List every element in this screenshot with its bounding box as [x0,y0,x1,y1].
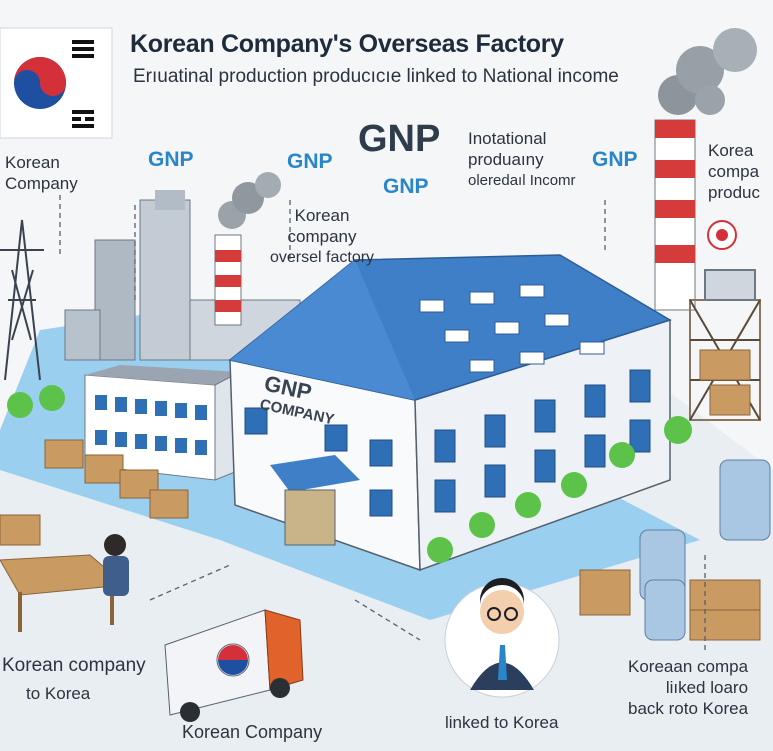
gnp-label-2: GNP [287,150,333,173]
korean-flag-icon [0,27,113,139]
smokestack-icon [214,172,281,326]
dashed-connectors [59,195,706,650]
worker-table [0,534,129,632]
gnp-heading: GNP [358,118,441,160]
main-factory-building [228,254,672,572]
page-title: Korean Company's Overseas Factory [130,30,564,58]
tree-icon [7,385,692,563]
gnp-label-3: GNP [592,148,638,171]
page-subtitle: Erıuatinal production producıcıe linked … [133,66,619,87]
entrance-door [284,489,336,546]
gnp-label-1: GNP [148,148,194,171]
currency-badge-icon [707,220,737,250]
person-icon [444,578,560,698]
crate-icon [0,349,761,641]
barrel-icon [639,459,771,641]
right-scaffold [689,269,761,421]
entrance-canopy [270,455,360,492]
truck-icon [164,609,304,722]
gnp-label-under: GNP [383,175,429,198]
person-label: linked to Korea [445,713,559,732]
truck-label: Korean Company [182,722,323,742]
smokestack-right-icon [654,28,757,311]
power-tower-icon [0,219,44,381]
